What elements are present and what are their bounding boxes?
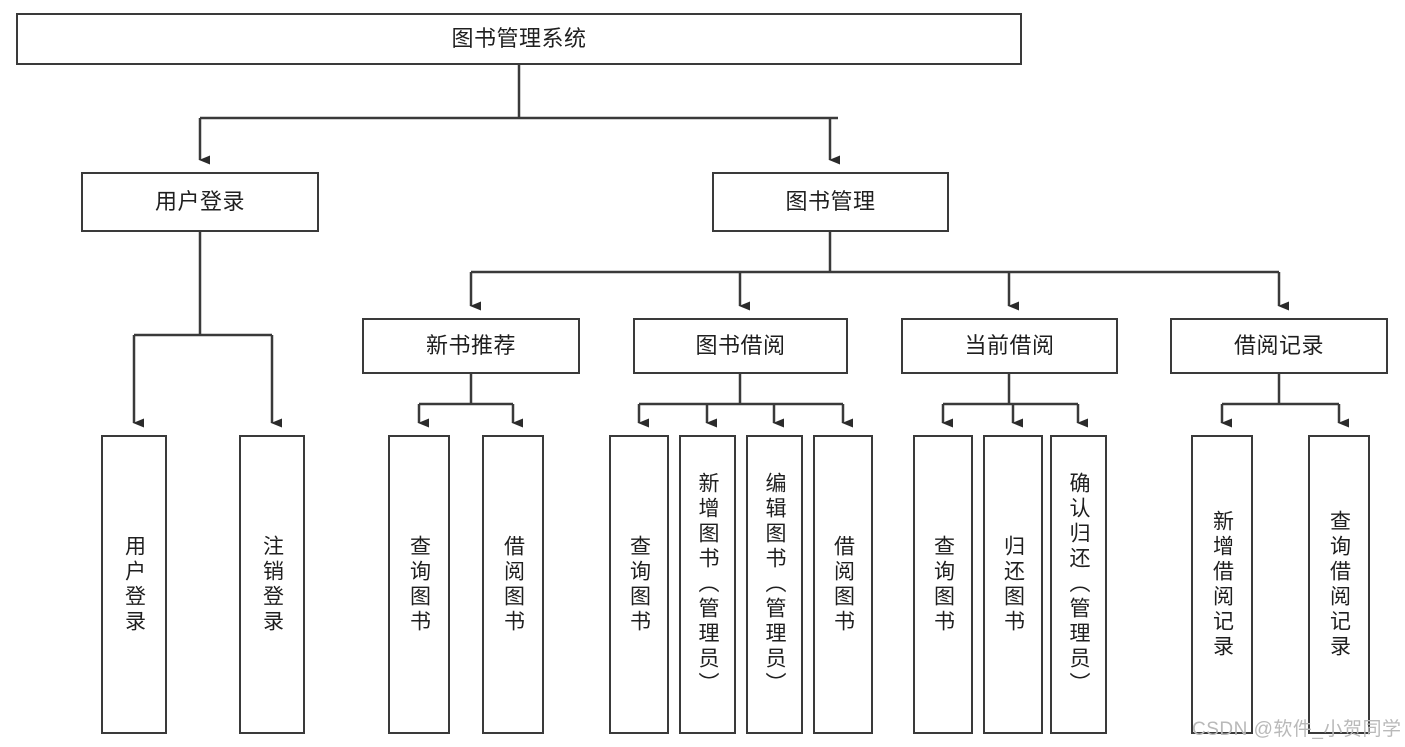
node-current-borrow-label: 当前借阅 <box>964 332 1055 358</box>
watermark-text: CSDN @软件_小贺同学 <box>1192 719 1402 740</box>
node-leaf-query-book-1-label: 查询图书 <box>407 534 431 635</box>
node-borrow-record-label: 借阅记录 <box>1233 332 1324 358</box>
node-leaf-add-book-admin[interactable]: 新增图书（管理员） <box>679 435 736 734</box>
node-leaf-borrow-book-2-label: 借阅图书 <box>831 534 855 635</box>
node-leaf-query-book-1[interactable]: 查询图书 <box>388 435 450 734</box>
node-root-label: 图书管理系统 <box>451 25 587 51</box>
node-leaf-add-book-admin-label: 新增图书（管理员） <box>696 472 719 697</box>
node-leaf-edit-book-admin-label: 编辑图书（管理员） <box>763 472 786 697</box>
node-leaf-borrow-book-1-label: 借阅图书 <box>501 534 525 635</box>
node-leaf-confirm-return-admin[interactable]: 确认归还（管理员） <box>1050 435 1107 734</box>
node-leaf-query-book-3[interactable]: 查询图书 <box>913 435 973 734</box>
node-current-borrow[interactable]: 当前借阅 <box>901 318 1118 374</box>
node-book-borrow[interactable]: 图书借阅 <box>633 318 848 374</box>
node-book-management[interactable]: 图书管理 <box>712 172 949 232</box>
node-root[interactable]: 图书管理系统 <box>16 13 1022 65</box>
node-leaf-borrow-book-1[interactable]: 借阅图书 <box>482 435 544 734</box>
node-user-login-label: 用户登录 <box>154 188 245 214</box>
node-leaf-query-borrow-record-label: 查询借阅记录 <box>1327 509 1351 660</box>
node-leaf-return-book-label: 归还图书 <box>1001 534 1025 635</box>
node-book-borrow-label: 图书借阅 <box>695 332 786 358</box>
node-leaf-return-book[interactable]: 归还图书 <box>983 435 1043 734</box>
node-book-management-label: 图书管理 <box>785 188 876 214</box>
node-leaf-add-borrow-record[interactable]: 新增借阅记录 <box>1191 435 1253 734</box>
node-new-book-recommend-label: 新书推荐 <box>425 332 516 358</box>
node-leaf-query-borrow-record[interactable]: 查询借阅记录 <box>1308 435 1370 734</box>
node-leaf-query-book-3-label: 查询图书 <box>931 534 955 635</box>
node-leaf-query-book-2[interactable]: 查询图书 <box>609 435 669 734</box>
node-leaf-user-login-label: 用户登录 <box>122 534 146 635</box>
node-user-login[interactable]: 用户登录 <box>81 172 319 232</box>
node-leaf-user-login[interactable]: 用户登录 <box>101 435 167 734</box>
node-leaf-edit-book-admin[interactable]: 编辑图书（管理员） <box>746 435 803 734</box>
node-leaf-query-book-2-label: 查询图书 <box>627 534 651 635</box>
node-leaf-add-borrow-record-label: 新增借阅记录 <box>1210 509 1234 660</box>
node-leaf-confirm-return-admin-label: 确认归还（管理员） <box>1067 472 1090 697</box>
node-leaf-user-logout-label: 注销登录 <box>260 534 284 635</box>
node-new-book-recommend[interactable]: 新书推荐 <box>362 318 580 374</box>
node-leaf-user-logout[interactable]: 注销登录 <box>239 435 305 734</box>
node-borrow-record[interactable]: 借阅记录 <box>1170 318 1388 374</box>
node-leaf-borrow-book-2[interactable]: 借阅图书 <box>813 435 873 734</box>
